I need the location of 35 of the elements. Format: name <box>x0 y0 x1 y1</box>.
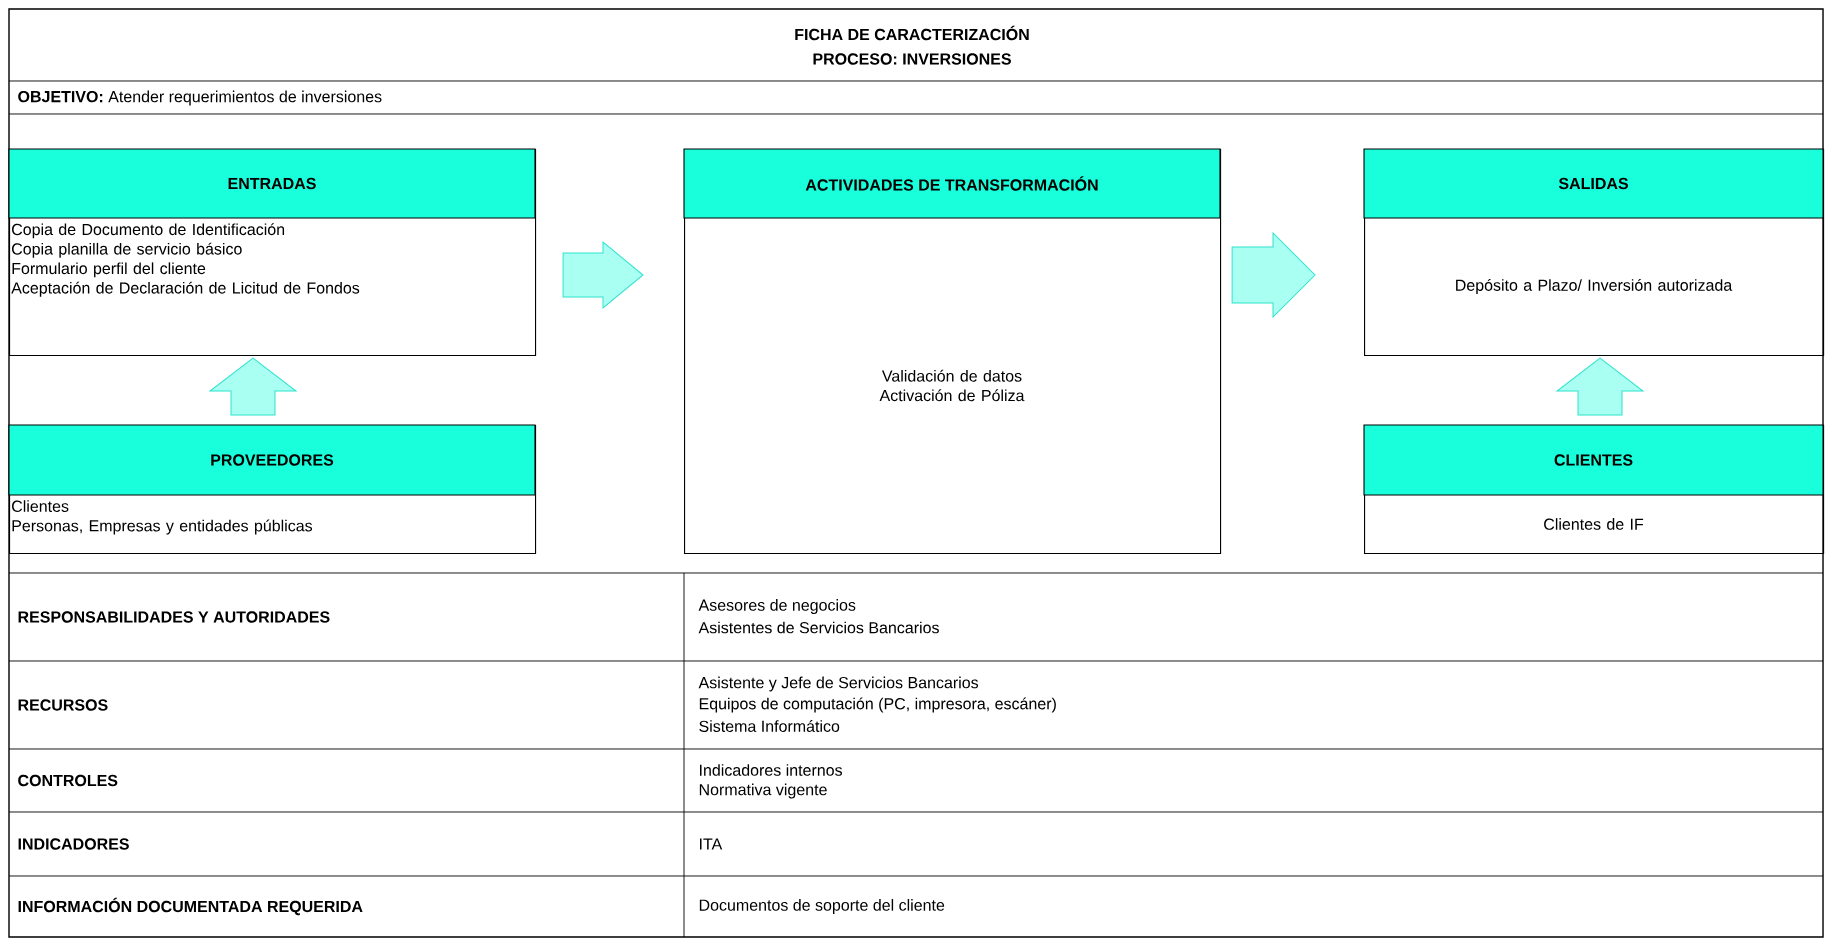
cell-text: Asesores de negocios <box>698 599 856 614</box>
node-label: Copia planilla de servicio básico <box>12 242 242 258</box>
row-heading: INDICADORES <box>18 838 129 850</box>
row-heading: INFORMACIÓN DOCUMENTADA REQUERIDA <box>18 897 363 916</box>
title: FICHA DE CARACTERIZACIÓN <box>795 25 1029 41</box>
box-text: Clientes de IF <box>1544 518 1644 530</box>
cell-text: Sistema Informático <box>699 720 840 732</box>
node-label: Copia de Documento de Identificación <box>12 223 285 239</box>
cell-text: Equipos de computación (PC, impresora, escáner) <box>699 697 1056 713</box>
cell-text: Normativa vigente <box>699 783 827 799</box>
box-heading: ACTIVIDADES DE TRANSFORMACIÓN <box>805 176 1098 191</box>
subtitle: PROCESO: INVERSIONES <box>813 53 1011 65</box>
objective-text: OBJETIVO: Atender requerimientos de inversiones <box>18 90 382 106</box>
block-arrow <box>209 357 297 416</box>
box-text: Depósito a Plazo/ Inversión autorizada <box>1456 278 1733 295</box>
cell-text: Documentos de soporte del cliente <box>699 899 945 914</box>
node-label: Aceptación de Declaración de Licitud de Fondos <box>11 281 360 297</box>
block-arrow <box>1231 232 1316 318</box>
box-heading: PROVEEDORES <box>211 454 334 466</box>
box-heading: ENTRADAS <box>228 177 316 190</box>
box-text: Validación de datos Activación de Póliza <box>879 369 1025 402</box>
node-label: Formulario perfil del cliente <box>12 262 206 278</box>
box-text: Clientes Personas, Empresas y entidades públicas <box>12 500 313 535</box>
row-heading: RECURSOS <box>18 699 108 711</box>
row-heading: CONTROLES <box>18 774 118 787</box>
box-heading: SALIDAS <box>1558 177 1628 190</box>
row-heading: RESPONSABILIDADES Y AUTORIDADES <box>18 611 330 623</box>
block-arrow <box>1556 357 1644 416</box>
cell-text: Indicadores internos <box>700 764 842 776</box>
cell-text: Asistente y Jefe de Servicios Bancarios <box>698 676 979 692</box>
box-text: Copia de Documento de Identificación Copia planilla de servicio básico Formulario perfil del cliente Aceptación de Declaración de Licitud de Fondos <box>11 223 360 297</box>
cell-text: Asistentes de Servicios Bancarios <box>698 621 939 634</box>
cell-text: ITA <box>700 838 723 850</box>
block-arrow <box>562 241 644 309</box>
box-heading: CLIENTES <box>1554 454 1633 466</box>
